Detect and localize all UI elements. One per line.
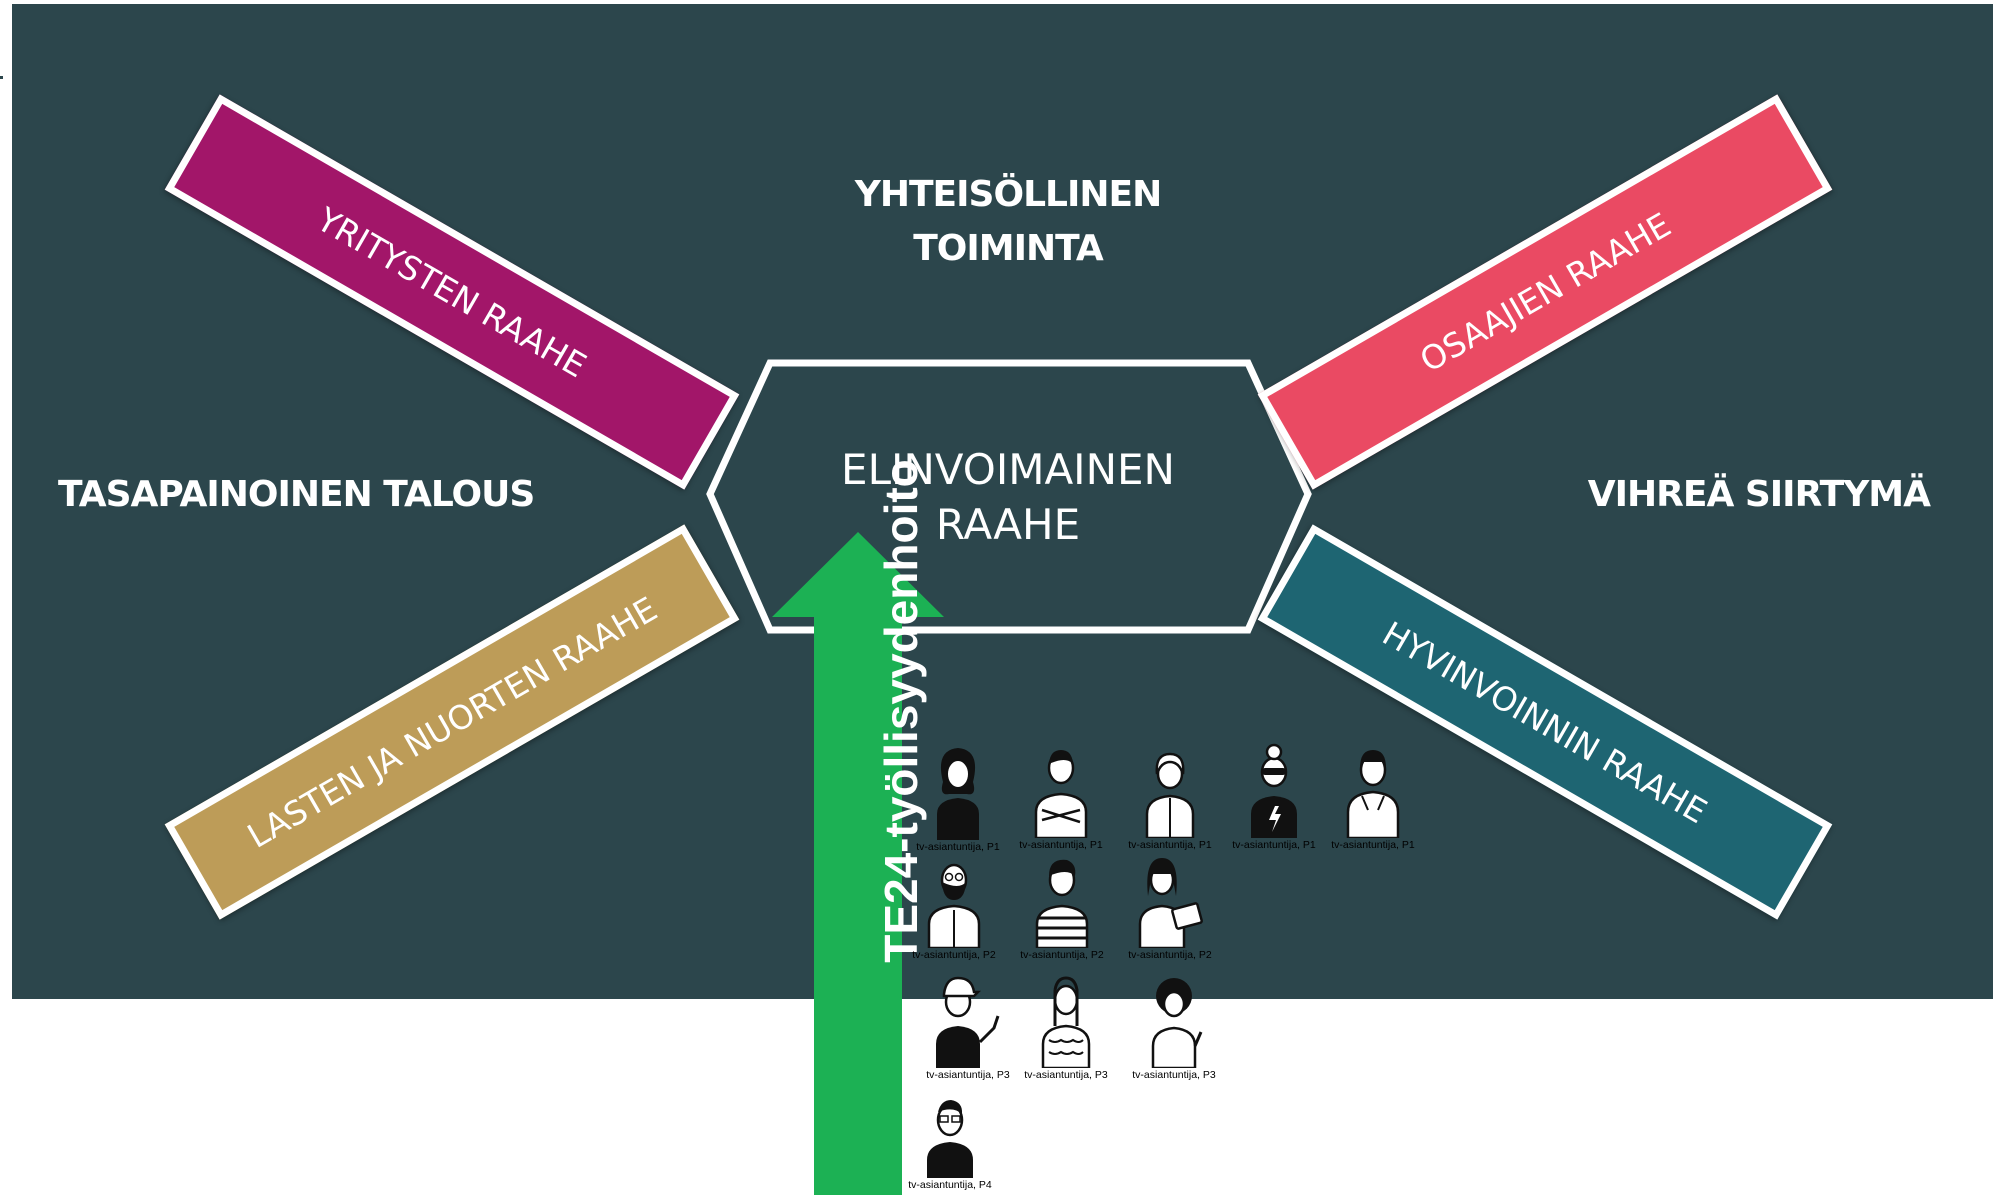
person-caption: tv-asiantuntija, P3 [1132, 1069, 1216, 1081]
person-man-hoodie: tv-asiantuntija, P1 [1323, 740, 1423, 851]
man-arms-crossed-icon [1034, 750, 1088, 838]
bearded-man-icon [927, 863, 981, 948]
woman-braids-icon [1041, 976, 1091, 1068]
theme-green-transition: VIHREÄ SIIRTYMÄ [1587, 474, 1931, 515]
person-caption: tv-asiantuntija, P4 [908, 1179, 992, 1191]
person-caption: tv-asiantuntija, P2 [1128, 949, 1212, 961]
person-caption: tv-asiantuntija, P1 [916, 841, 1000, 853]
theme-community: YHTEISÖLLINEN TOIMINTA [854, 174, 1162, 269]
person-woman-curly-hair: tv-asiantuntija, P1 [908, 742, 1008, 853]
person-man-striped-shirt: tv-asiantuntija, P2 [1012, 850, 1112, 961]
person-cap-pointing-icon [936, 976, 1000, 1068]
man-striped-shirt-icon [1035, 859, 1089, 948]
person-caption: tv-asiantuntija, P1 [1232, 839, 1316, 851]
person-caption: tv-asiantuntija, P2 [1020, 949, 1104, 961]
woman-tablet-icon [1138, 858, 1203, 948]
person-older-man-glasses: tv-asiantuntija, P4 [900, 1094, 1000, 1191]
person-man-arms-crossed: tv-asiantuntija, P1 [1011, 740, 1111, 851]
person-woman-afro: tv-asiantuntija, P3 [1124, 970, 1224, 1081]
person-caption: tv-asiantuntija, P1 [1331, 839, 1415, 851]
person-caption: tv-asiantuntija, P3 [1024, 1069, 1108, 1081]
growth-arrow [772, 532, 944, 1195]
person-caption: tv-asiantuntija, P1 [1019, 839, 1103, 851]
man-hoodie-icon [1346, 750, 1400, 838]
person-cap-pointing: tv-asiantuntija, P3 [918, 970, 1018, 1081]
older-man-glasses-icon [927, 1100, 973, 1178]
person-woman-tablet: tv-asiantuntija, P2 [1120, 850, 1220, 961]
center-title: ELINVOIMAINEN RAAHE [841, 445, 1175, 550]
person-caption: tv-asiantuntija, P1 [1128, 839, 1212, 851]
person-caption: tv-asiantuntija, P3 [926, 1069, 1010, 1081]
person-bearded-man: tv-asiantuntija, P2 [904, 850, 1004, 961]
woman-curly-hair-icon [937, 748, 979, 840]
person-caption: tv-asiantuntija, P2 [912, 949, 996, 961]
theme-balanced-economy: TASAPAINOINEN TALOUS [58, 474, 535, 515]
woman-afro-icon [1151, 978, 1203, 1068]
older-woman-icon [1145, 752, 1195, 838]
person-older-woman: tv-asiantuntija, P1 [1120, 740, 1220, 851]
stray-mark [0, 76, 3, 79]
person-woman-sunglasses: tv-asiantuntija, P1 [1224, 740, 1324, 851]
person-woman-braids: tv-asiantuntija, P3 [1016, 970, 1116, 1081]
woman-sunglasses-icon [1251, 743, 1297, 838]
